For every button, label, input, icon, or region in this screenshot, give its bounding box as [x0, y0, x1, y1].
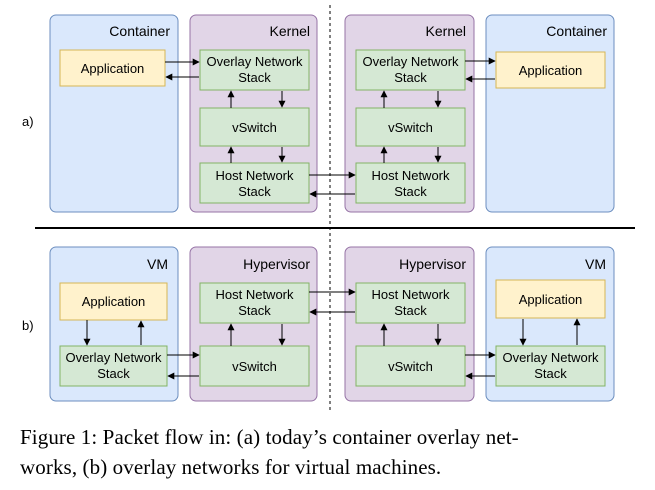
vm-right-title: VM [585, 256, 606, 272]
host-stack-b-left [199, 282, 310, 324]
container-left [49, 14, 179, 213]
vswitch-b-left-label: vSwitch [232, 359, 277, 374]
overlay-stack-b-left [59, 345, 168, 387]
host-stack-a-left [199, 162, 310, 204]
container-left-title: Container [109, 23, 170, 39]
host-stack-b-right-line2: Stack [394, 303, 427, 318]
application-a-right-label: Application [519, 63, 583, 78]
application-a-left-label: Application [81, 61, 145, 76]
figure-caption: Figure 1: Packet flow in: (a) today’s co… [20, 422, 645, 482]
host-stack-a-right-line2: Stack [394, 184, 427, 199]
container-right-title: Container [546, 23, 607, 39]
vswitch-a-right [355, 107, 466, 147]
vswitch-a-left-label: vSwitch [232, 120, 277, 135]
application-b-left [59, 282, 168, 321]
overlay-stack-a-right-line1: Overlay Network [362, 54, 459, 69]
hypervisor-left-title: Hypervisor [243, 256, 310, 272]
vswitch-a-left [199, 107, 310, 147]
overlay-stack-b-right-line1: Overlay Network [502, 350, 599, 365]
container-right [485, 14, 615, 213]
vswitch-b-left [199, 345, 310, 387]
host-stack-a-left-line2: Stack [238, 184, 271, 199]
vswitch-a-right-label: vSwitch [388, 120, 433, 135]
kernel-right-title: Kernel [426, 23, 466, 39]
application-b-right [495, 279, 606, 319]
overlay-stack-a-left [199, 49, 310, 91]
overlay-stack-b-left-line2: Stack [97, 366, 130, 381]
host-stack-b-left-line2: Stack [238, 303, 271, 318]
hypervisor-right-title: Hypervisor [399, 256, 466, 272]
vswitch-b-right-label: vSwitch [388, 359, 433, 374]
caption-line-1: Figure 1: Packet flow in: (a) today’s co… [20, 425, 519, 449]
row-a-label: a) [22, 114, 34, 129]
row-b-label: b) [22, 318, 34, 333]
overlay-stack-b-right-line2: Stack [534, 366, 567, 381]
host-stack-b-left-line1: Host Network [215, 287, 294, 302]
vswitch-b-right [355, 345, 466, 387]
host-stack-a-right [355, 162, 466, 204]
application-a-left [59, 49, 166, 87]
host-stack-b-right-line1: Host Network [371, 287, 450, 302]
row-b-arrows [83, 288, 581, 380]
caption-line-2: works, (b) overlay networks for virtual … [20, 455, 442, 479]
application-b-left-label: Application [82, 294, 146, 309]
overlay-stack-b-left-line1: Overlay Network [65, 350, 162, 365]
host-stack-b-right [355, 282, 466, 324]
overlay-stack-a-right [355, 49, 466, 91]
host-stack-a-left-line1: Host Network [215, 168, 294, 183]
overlay-stack-a-right-line2: Stack [394, 70, 427, 85]
vm-left-title: VM [147, 256, 168, 272]
row-a-arrows [165, 57, 496, 198]
overlay-stack-a-left-line2: Stack [238, 70, 271, 85]
application-b-right-label: Application [519, 292, 583, 307]
application-a-right [495, 51, 606, 89]
kernel-left-title: Kernel [270, 23, 310, 39]
host-stack-a-right-line1: Host Network [371, 168, 450, 183]
overlay-stack-b-right [495, 345, 606, 387]
overlay-stack-a-left-line1: Overlay Network [206, 54, 303, 69]
